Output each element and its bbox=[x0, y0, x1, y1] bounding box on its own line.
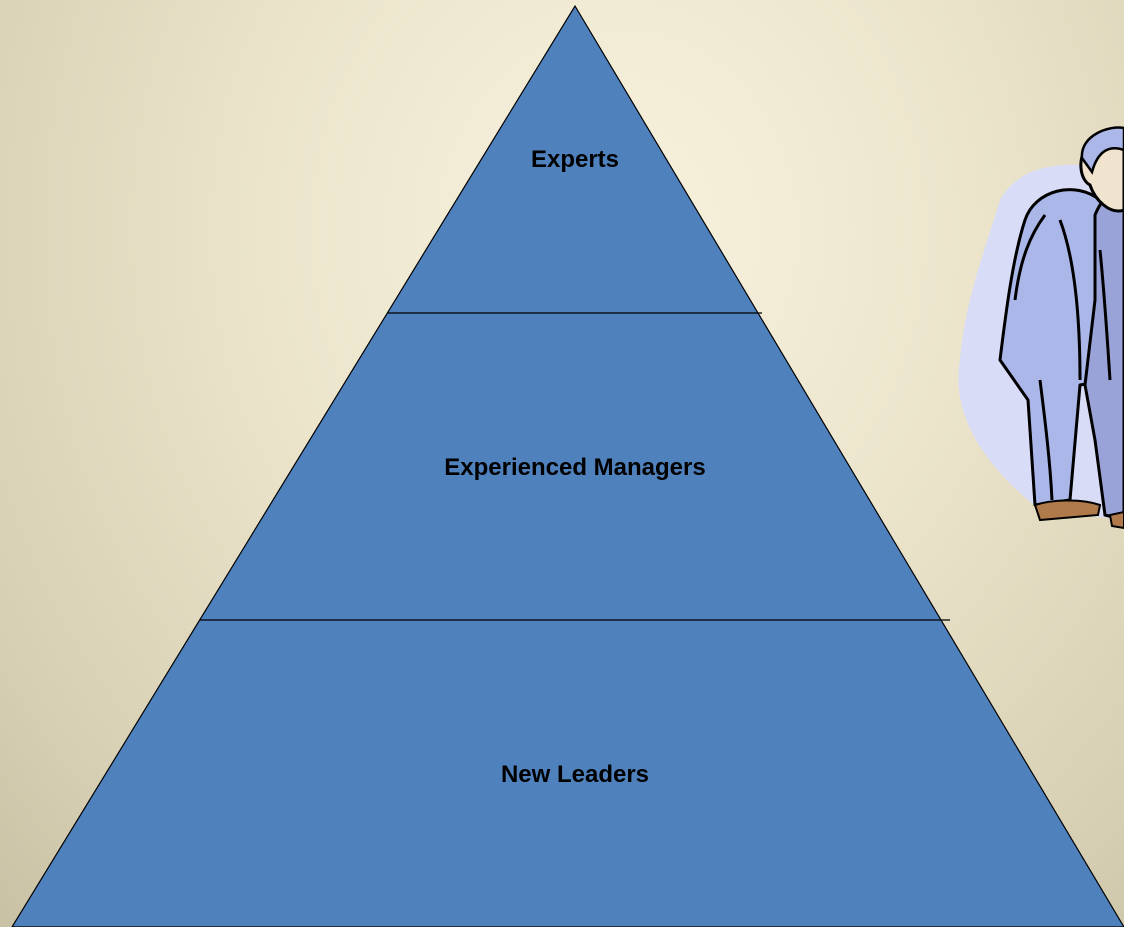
tier-label-experienced-managers: Experienced Managers bbox=[444, 454, 706, 481]
tier-label-experts: Experts bbox=[530, 146, 620, 173]
business-people-icon bbox=[958, 126, 1124, 530]
tier-label-new-leaders: New Leaders bbox=[500, 761, 650, 788]
pyramid-shape bbox=[11, 4, 1124, 927]
